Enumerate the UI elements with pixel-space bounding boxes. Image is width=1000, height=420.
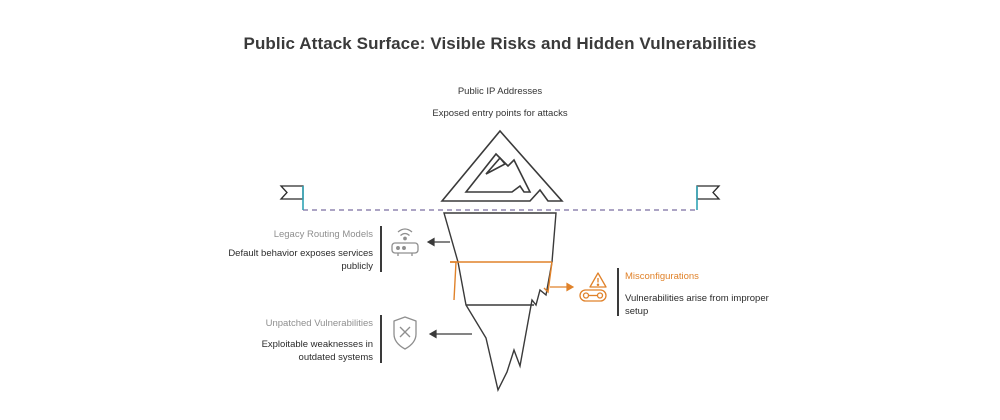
unpatched-description-line2: outdated systems [298, 352, 373, 363]
unpatched-heading: Unpatched Vulnerabilities [265, 318, 373, 329]
misconfig-heading: Misconfigurations [625, 271, 699, 282]
legacy-description-line1: Default behavior exposes services [228, 248, 373, 259]
left-flag-icon [279, 185, 304, 210]
arrow-misconfig [550, 282, 575, 292]
legacy-heading: Legacy Routing Models [273, 229, 373, 240]
router-icon [391, 228, 419, 256]
misconfig-description-line2: setup [625, 306, 649, 317]
page-title: Public Attack Surface: Visible Risks and… [243, 34, 757, 53]
arrow-legacy [426, 237, 450, 247]
misconfig-description-line1: Vulnerabilities arise from improper [625, 293, 769, 304]
legacy-description-line2: publicly [341, 261, 373, 272]
divider-unpatched [380, 315, 382, 363]
misconfig-description: Vulnerabilities arise from improper setu… [625, 292, 795, 318]
unpatched-description: Exploitable weaknesses in outdated syste… [180, 338, 373, 364]
arrow-unpatched [428, 329, 472, 339]
warning-gears-icon [579, 272, 607, 302]
unpatched-description-line1: Exploitable weaknesses in [261, 339, 373, 350]
top-description: Exposed entry points for attacks [432, 108, 568, 119]
shield-x-icon [393, 316, 417, 350]
top-heading: Public IP Addresses [457, 86, 543, 97]
divider-legacy [380, 226, 382, 272]
iceberg-body [443, 212, 557, 393]
legacy-description: Default behavior exposes services public… [180, 247, 373, 273]
mountain-icon [440, 129, 564, 202]
right-flag-icon [696, 185, 721, 210]
divider-misconfig [617, 268, 619, 316]
